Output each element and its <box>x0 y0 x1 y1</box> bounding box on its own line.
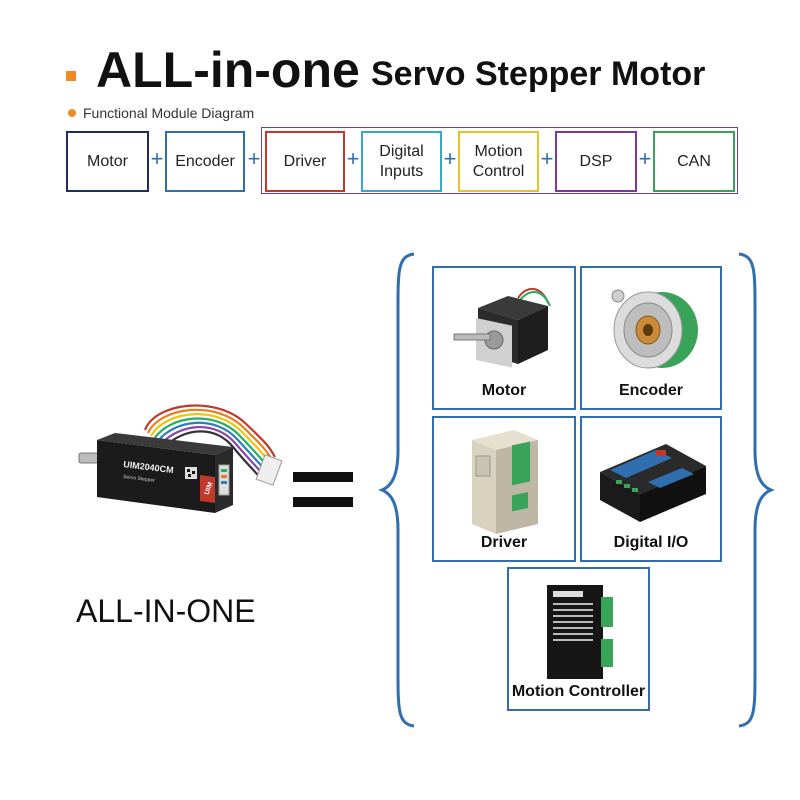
component-label-encoder: Encoder <box>618 382 683 399</box>
title-bullet <box>66 71 76 81</box>
all-in-one-label: ALL-IN-ONE <box>76 593 256 629</box>
equals-sign-top-bar <box>293 472 353 482</box>
integrated-modules-outline <box>261 127 738 194</box>
component-label-driver: Driver <box>480 534 528 551</box>
equals-sign-bottom-bar <box>293 497 353 507</box>
component-tile-driver: Driver <box>432 416 576 562</box>
product-model-subtext: Servo Stepper <box>123 474 156 484</box>
module-digital-inputs: Digital Inputs <box>361 131 442 192</box>
all-in-one-motor-image: UIM2040CM Servo Stepper UIM <box>78 404 283 513</box>
plus-sign: + <box>346 146 360 171</box>
page-title: ALL-in-one <box>96 42 360 98</box>
component-tile-encoder: Encoder <box>580 266 722 410</box>
servo-driver-icon <box>472 430 538 534</box>
rotary-encoder-icon <box>611 289 698 369</box>
right-brace-icon <box>738 252 775 728</box>
component-tile-motor: Motor <box>432 266 576 410</box>
page-subtitle: Servo Stepper Motor <box>371 55 706 93</box>
plus-sign: + <box>540 146 554 171</box>
component-tile-motion-controller: Motion Controller <box>507 567 650 711</box>
component-label-motion-controller: Motion Controller <box>511 683 646 700</box>
module-motion-control: Motion Control <box>458 131 539 192</box>
module-can: CAN <box>653 131 735 192</box>
component-label-motor: Motor <box>481 382 527 399</box>
component-label-digital-io: Digital I/O <box>613 534 689 551</box>
motion-controller-icon <box>547 585 613 679</box>
plus-sign: + <box>247 146 261 171</box>
digital-io-module-icon <box>600 444 706 522</box>
module-motor: Motor <box>66 131 149 192</box>
component-tile-digital-io: Digital I/O <box>580 416 722 562</box>
left-brace-icon <box>378 252 415 728</box>
module-dsp: DSP <box>555 131 637 192</box>
plus-sign: + <box>443 146 457 171</box>
subheading: Functional Module Diagram <box>83 105 255 121</box>
plus-sign: + <box>150 146 164 171</box>
product-brand-text: UIM <box>204 481 215 496</box>
plus-sign: + <box>638 146 652 171</box>
subheading-bullet <box>68 109 76 117</box>
stepper-motor-icon <box>453 288 551 368</box>
module-encoder: Encoder <box>165 131 245 192</box>
module-driver: Driver <box>265 131 345 192</box>
